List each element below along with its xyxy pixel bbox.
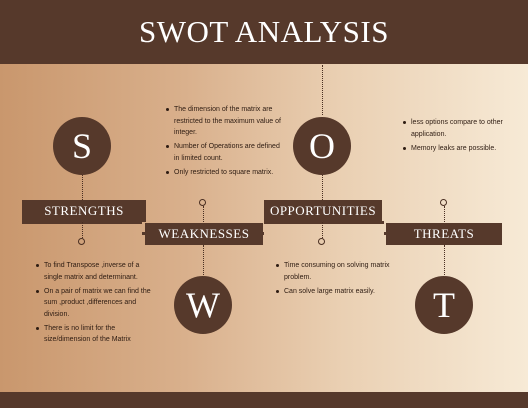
o-lower-line: [322, 222, 323, 238]
threats-letter: T: [433, 285, 455, 325]
threats-list: less options compare to other applicatio…: [401, 117, 513, 157]
page-title: SWOT ANALYSIS: [139, 14, 389, 49]
strengths-letter: S: [71, 126, 93, 166]
opportunities-circle: O: [293, 117, 351, 175]
strengths-list: To find Transpose ,inverse of a single m…: [34, 260, 156, 348]
t-dot: [440, 199, 447, 206]
list-item: On a pair of matrix we can find the sum …: [34, 286, 156, 321]
threats-circle: T: [415, 276, 473, 334]
threats-label: THREATS: [386, 223, 502, 245]
strengths-label: STRENGTHS: [22, 200, 146, 222]
o-dot: [318, 238, 325, 245]
t-upper-line: [444, 206, 445, 224]
strengths-circle: S: [53, 117, 111, 175]
w-dot: [199, 199, 206, 206]
footer-bar: [0, 392, 528, 408]
list-item: Time consuming on solving matrix problem…: [274, 260, 390, 283]
o-upper-line: [322, 170, 323, 200]
opportunities-letter: O: [309, 126, 335, 166]
list-item: There is no limit for the size/dimension…: [34, 323, 156, 346]
list-item: Can solve large matrix easily.: [274, 286, 390, 298]
list-item: The dimension of the matrix are restrict…: [164, 104, 284, 139]
s-dot: [78, 238, 85, 245]
t-lower-line: [444, 245, 445, 275]
opportunities-list: Time consuming on solving matrix problem…: [274, 260, 390, 300]
list-item: To find Transpose ,inverse of a single m…: [34, 260, 156, 283]
weaknesses-label: WEAKNESSES: [145, 223, 263, 245]
w-upper-line: [203, 206, 204, 224]
weaknesses-letter: W: [186, 285, 220, 325]
w-lower-line: [203, 245, 204, 275]
list-item: Memory leaks are possible.: [401, 143, 513, 155]
s-upper-line: [82, 170, 83, 200]
list-item: Only restricted to square matrix.: [164, 167, 284, 179]
weaknesses-list: The dimension of the matrix are restrict…: [164, 104, 284, 181]
s-lower-line: [82, 222, 83, 238]
header-bar: SWOT ANALYSIS: [0, 0, 528, 64]
o-top-line: [322, 65, 323, 115]
weaknesses-circle: W: [174, 276, 232, 334]
list-item: Number of Operations are defined in limi…: [164, 141, 284, 164]
opportunities-label: OPPORTUNITIES: [264, 200, 382, 222]
opportunities-bar: [264, 221, 384, 224]
list-item: less options compare to other applicatio…: [401, 117, 513, 140]
